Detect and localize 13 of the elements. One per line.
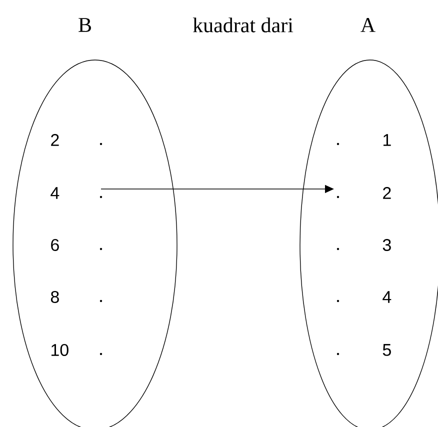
set-name: B [78,18,91,32]
element-label: 5 [382,344,391,356]
set-name: A [360,18,376,32]
element-label: 2 [51,134,59,146]
element-label: 4 [382,291,392,303]
element-label: 2 [383,187,391,199]
element-label: 8 [50,290,59,303]
element-label: 1 [384,134,391,146]
element-label: 10 [52,344,68,356]
element-label: 6 [51,238,59,251]
element-label: 3 [382,238,391,251]
element-label: 4 [50,187,60,199]
relation-label: kuadrat dari [192,18,294,32]
